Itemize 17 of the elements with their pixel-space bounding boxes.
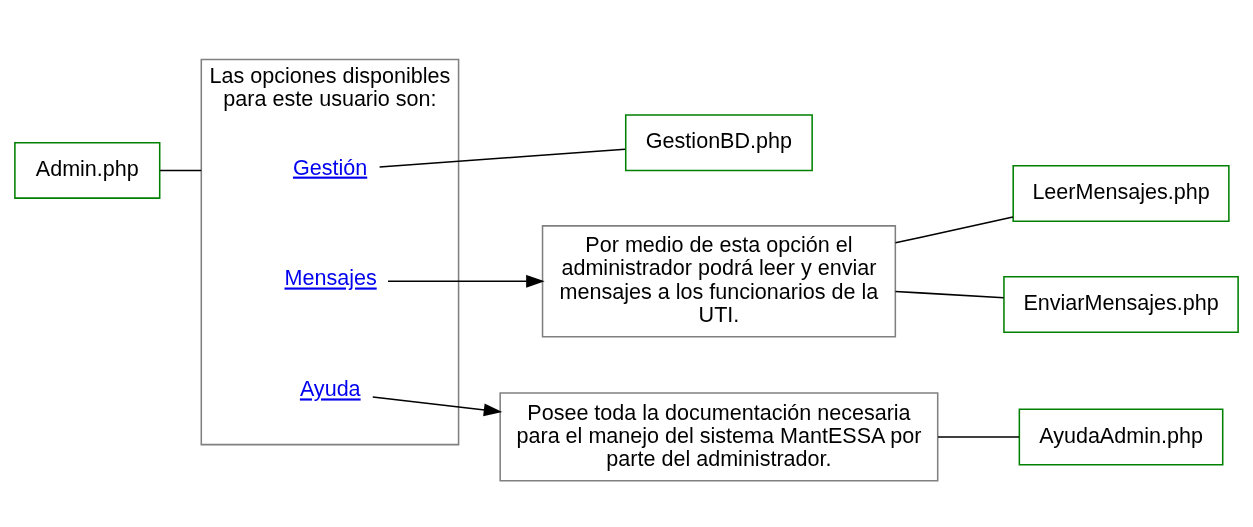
connector [378, 148, 626, 168]
arrow [372, 395, 503, 416]
node-box: GestionBD.php [624, 113, 813, 171]
node-box: EnviarMensajes.php [1003, 275, 1239, 333]
connector [894, 215, 1014, 244]
node-box: LeerMensajes.php [1012, 164, 1230, 222]
node-text: Gestión [292, 154, 368, 180]
node-box: Admin.php [14, 141, 161, 199]
node-box: Por medio de esta opción el administrador podrá leer y enviar mensajes a los funcionarios de la UTI. [541, 224, 897, 338]
connector [894, 290, 1005, 298]
connector [159, 169, 203, 171]
arrow [387, 274, 545, 288]
node-box: AyudaAdmin.php [1018, 407, 1224, 465]
connector [937, 435, 1020, 438]
node-box: Posee toda la documentación necesaria para el manejo del sistema MantESSA por parte del administrador. [499, 391, 939, 482]
node-text: Ayuda [299, 375, 361, 401]
node-text: Mensajes [284, 264, 377, 290]
